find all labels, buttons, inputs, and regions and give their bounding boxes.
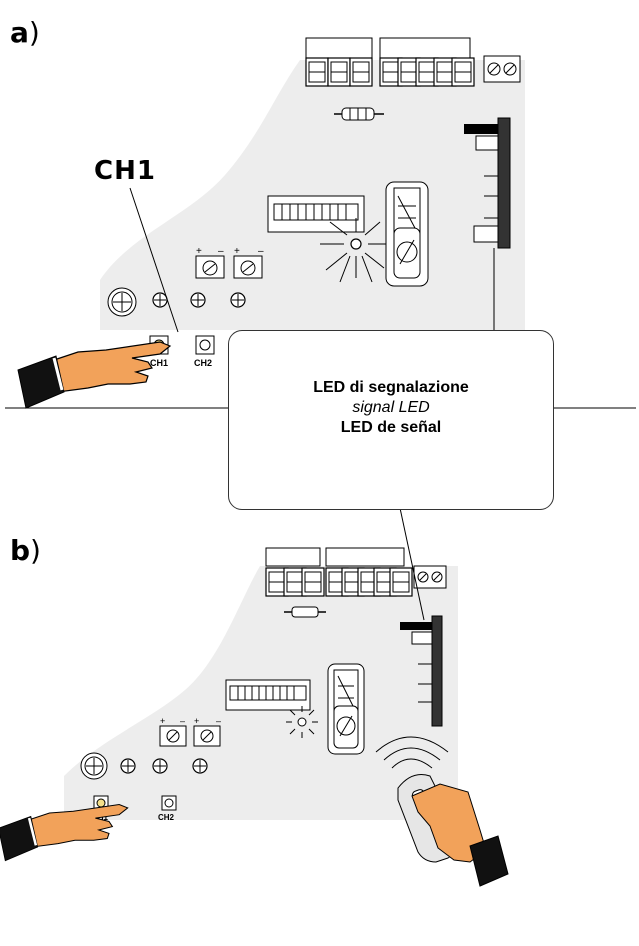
resistor: [334, 107, 384, 121]
callout-line-spanish: LED de señal: [340, 419, 442, 436]
terminal-block-3way: [265, 547, 325, 597]
pointing-hand: [16, 340, 172, 410]
ch2-button-label: CH2: [158, 813, 175, 822]
callout-line-italian: LED di segnalazione: [313, 379, 469, 396]
ch1-button-label: CH1: [150, 358, 168, 368]
trimmer-1: [195, 255, 225, 279]
callout-leader-to-panel-b: [399, 507, 425, 621]
terminal-block-5way: [379, 37, 475, 87]
ch2-button: [195, 335, 215, 355]
holding-hand: [411, 783, 509, 887]
trimmer-2: [193, 725, 221, 747]
trimmer-minus-sign: –: [216, 716, 221, 726]
relay: [327, 663, 365, 755]
trimmer-minus-sign: –: [180, 716, 185, 726]
trimmer-plus-sign: +: [196, 246, 202, 257]
mounting-hole: [80, 752, 108, 780]
trimmer-2: [233, 255, 263, 279]
relay: [385, 181, 429, 287]
terminal-block-3way: [305, 37, 373, 87]
ch1-leader-line: [129, 187, 179, 333]
screw: [190, 292, 206, 308]
callout-line-english: signal LED: [352, 399, 430, 416]
antenna-terminal: [483, 55, 521, 83]
panel-b-board: + – + – CH1 CH2: [0, 547, 509, 887]
ch2-button: [161, 795, 177, 811]
trimmer-minus-sign: –: [218, 246, 224, 257]
radio-module: [400, 615, 443, 727]
screw: [152, 758, 168, 774]
screw: [192, 758, 208, 774]
dip-switch: [267, 195, 365, 233]
signal-led-callout-box: LED di segnalazione signal LED LED de se…: [228, 330, 554, 510]
terminal-block-5way: [325, 547, 413, 597]
dip-switch: [225, 679, 311, 711]
trimmer-plus-sign: +: [234, 246, 240, 257]
panel-label-a: a): [10, 16, 40, 49]
trimmer-plus-sign: +: [160, 716, 165, 726]
signal-led: [286, 706, 318, 738]
radio-module: [464, 117, 511, 330]
resistor: [284, 606, 326, 618]
mounting-hole: [107, 287, 137, 317]
screw: [230, 292, 246, 308]
ch1-callout-label: CH1: [94, 156, 156, 186]
panel-label-b: b): [10, 534, 41, 567]
trimmer-plus-sign: +: [194, 716, 199, 726]
antenna-terminal: [413, 565, 447, 589]
pointing-hand: [0, 803, 129, 862]
panel-a-board: + – + – CH1 CH2: [16, 37, 525, 410]
trimmer-1: [159, 725, 187, 747]
trimmer-minus-sign: –: [258, 246, 264, 257]
radio-waves-icon: [375, 736, 449, 769]
signal-led: [320, 218, 388, 283]
ch2-button-label: CH2: [194, 358, 212, 368]
screw: [120, 758, 136, 774]
screw: [152, 292, 168, 308]
